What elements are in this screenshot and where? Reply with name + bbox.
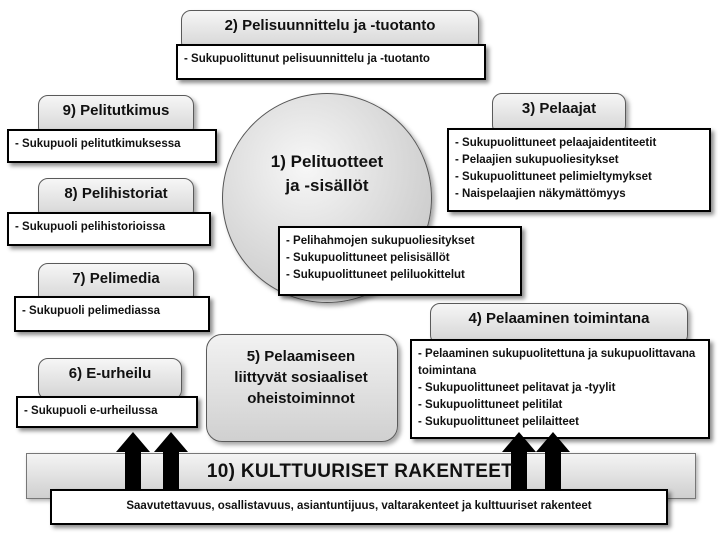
players-item: Sukupuolittuneet pelaajaidentiteetit: [455, 135, 703, 152]
arrow-up-icon: [154, 432, 188, 490]
game-products-item: Sukupuolittuneet pelisisällöt: [286, 250, 514, 267]
players-title: 3) Pelaajat: [521, 100, 597, 117]
esports-tab: 6) E-urheilu: [38, 358, 182, 400]
players-box: Sukupuolittuneet pelaajaidentiteetit Pel…: [447, 128, 711, 212]
research-title: 9) Pelitutkimus: [62, 102, 170, 119]
players-item: Pelaajien sukupuoliesitykset: [455, 152, 703, 169]
cultural-structures-subtitle: Saavutettavuus, osallistavuus, asiantunt…: [126, 500, 592, 512]
game-products-box: Pelihahmojen sukupuoliesitykset Sukupuol…: [278, 226, 522, 296]
arrow-up-icon: [502, 432, 536, 490]
research-box: Sukupuoli pelitutkimuksessa: [7, 129, 217, 163]
media-box: Sukupuoli pelimediassa: [14, 296, 210, 332]
history-box: Sukupuoli pelihistorioissa: [7, 212, 211, 246]
social-activities-box: [206, 334, 398, 442]
social-line3: oheistoiminnot: [247, 390, 355, 407]
research-item: Sukupuoli pelitutkimuksessa: [15, 136, 209, 153]
social-line1: 5) Pelaamiseen: [246, 348, 356, 365]
history-title: 8) Pelihistoriat: [64, 185, 168, 202]
playing-item: Pelaaminen sukupuolitettuna ja sukupuoli…: [418, 346, 702, 380]
playing-item: Sukupuolittuneet pelilaitteet: [418, 414, 702, 431]
playing-item: Sukupuolittuneet pelitilat: [418, 397, 702, 414]
design-item: Sukupuolittunut pelisuunnittelu ja -tuot…: [184, 51, 478, 68]
arrow-up-icon: [116, 432, 150, 490]
game-products-title-line1: 1) Pelituotteet: [270, 152, 384, 171]
players-item: Sukupuolittuneet pelimieltymykset: [455, 169, 703, 186]
game-products-title: 1) Pelituotteet ja -sisällöt: [232, 150, 422, 198]
social-activities-title: 5) Pelaamiseen liittyvät sosiaaliset ohe…: [216, 346, 386, 409]
playing-box: Pelaaminen sukupuolitettuna ja sukupuoli…: [410, 339, 710, 439]
playing-title: 4) Pelaaminen toimintana: [468, 310, 650, 327]
design-title: 2) Pelisuunnittelu ja -tuotanto: [224, 17, 436, 34]
arrow-up-icon: [536, 432, 570, 490]
media-title: 7) Pelimedia: [72, 270, 160, 287]
social-line2: liittyvät sosiaaliset: [234, 369, 368, 386]
esports-box: Sukupuoli e-urheilussa: [16, 396, 198, 428]
game-products-title-line2: ja -sisällöt: [285, 176, 369, 195]
esports-title: 6) E-urheilu: [68, 365, 152, 382]
players-item: Naispelaajien näkymättömyys: [455, 186, 703, 203]
cultural-structures-title: 10) KULTTUURISET RAKENTEET: [206, 461, 514, 482]
history-item: Sukupuoli pelihistorioissa: [15, 219, 203, 236]
game-products-item: Pelihahmojen sukupuoliesitykset: [286, 233, 514, 250]
playing-item: Sukupuolittuneet pelitavat ja -tyylit: [418, 380, 702, 397]
cultural-structures-box: Saavutettavuus, osallistavuus, asiantunt…: [50, 489, 668, 525]
game-products-item: Sukupuolittuneet peliluokittelut: [286, 267, 514, 284]
esports-item: Sukupuoli e-urheilussa: [24, 403, 190, 420]
design-box: Sukupuolittunut pelisuunnittelu ja -tuot…: [176, 44, 486, 80]
playing-tab: 4) Pelaaminen toimintana: [430, 303, 688, 345]
media-item: Sukupuoli pelimediassa: [22, 303, 202, 320]
